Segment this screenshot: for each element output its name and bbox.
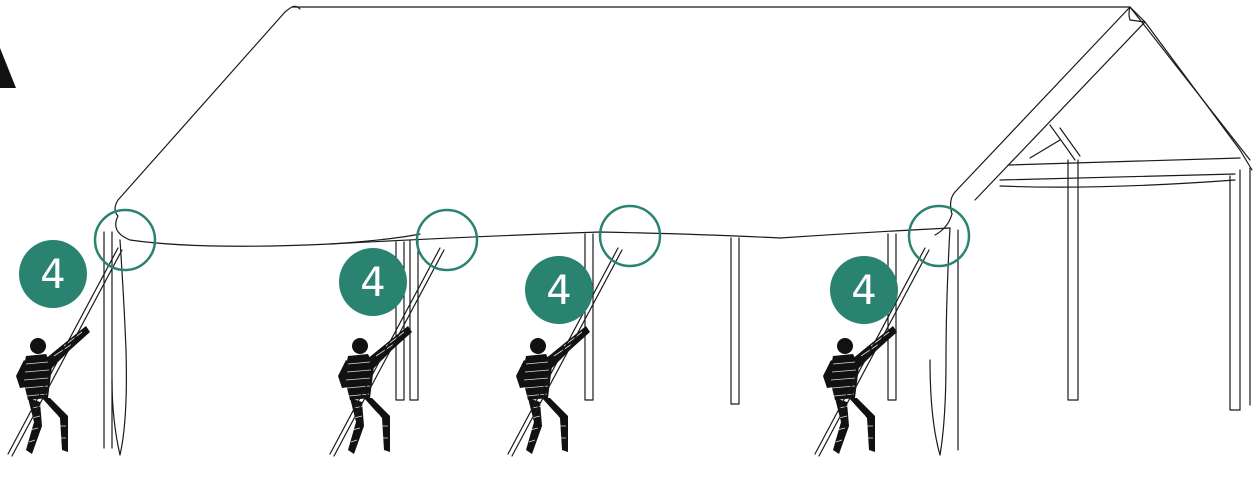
step-badge: 4	[19, 240, 87, 308]
step-badge: 4	[830, 256, 898, 324]
step-number: 4	[546, 268, 571, 314]
step-badge: 4	[525, 256, 593, 324]
warning-triangle-icon	[0, 48, 16, 88]
step-number: 4	[360, 260, 385, 306]
canopy-roof	[115, 6, 1252, 400]
callout-ring	[909, 206, 969, 266]
callout-ring	[600, 206, 660, 266]
step-number: 4	[40, 252, 65, 298]
callout-ring	[417, 210, 477, 270]
step-number: 4	[851, 268, 876, 314]
step-badge: 4	[339, 248, 407, 316]
